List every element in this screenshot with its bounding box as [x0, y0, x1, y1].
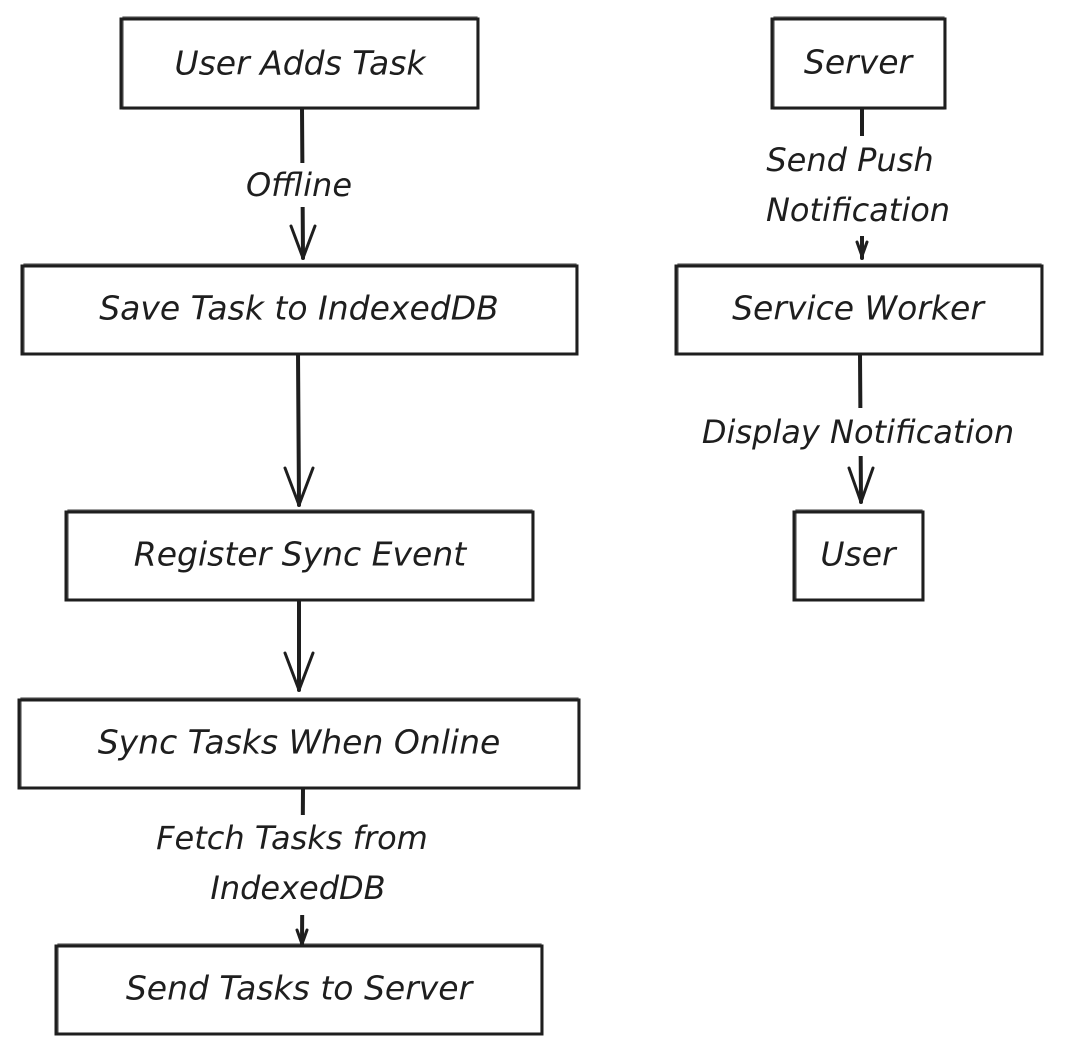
node-service-worker: Service Worker [674, 263, 1044, 356]
edge-save-to-register [283, 350, 315, 507]
node-label-save-task: Save Task to IndexedDB [99, 289, 499, 328]
edge-label-send-push-line1: Send Push [766, 141, 933, 179]
node-user-adds-task: User Adds Task [119, 16, 480, 110]
node-label-user: User [820, 535, 898, 574]
edge-send-push: Send Push Notification [738, 106, 982, 260]
edge-label-fetch-line1: Fetch Tasks from [156, 819, 428, 857]
node-user: User [792, 509, 925, 602]
node-register-sync: Register Sync Event [64, 509, 535, 602]
node-server: Server [770, 16, 947, 110]
edge-label-display-notification: Display Notification [702, 413, 1014, 451]
node-label-user-adds-task: User Adds Task [174, 44, 427, 83]
node-label-register-sync: Register Sync Event [134, 535, 467, 574]
node-save-task: Save Task to IndexedDB [20, 263, 579, 356]
node-send-tasks: Send Tasks to Server [54, 943, 544, 1036]
edge-label-offline: Offline [246, 166, 352, 204]
edge-register-to-sync [283, 598, 315, 692]
node-sync-tasks: Sync Tasks When Online [17, 697, 581, 790]
edge-fetch-tasks: Fetch Tasks from IndexedDB [112, 786, 470, 946]
edge-label-fetch-line2: IndexedDB [210, 869, 385, 907]
node-label-service-worker: Service Worker [732, 289, 986, 328]
edge-offline: Offline [228, 106, 366, 260]
node-label-sync-tasks: Sync Tasks When Online [98, 723, 501, 762]
edge-display-notification: Display Notification [660, 352, 1056, 504]
node-label-server: Server [804, 43, 915, 82]
node-label-send-tasks: Send Tasks to Server [126, 969, 475, 1008]
edge-label-send-push-line2: Notification [766, 191, 950, 229]
